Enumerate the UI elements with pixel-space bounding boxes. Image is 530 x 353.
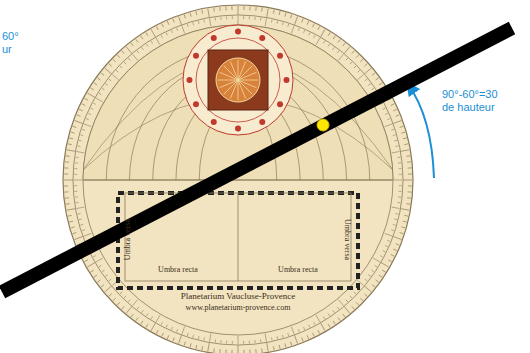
zodiac-marks bbox=[187, 29, 290, 132]
url-label: www.planetarium-provence.com bbox=[186, 303, 291, 312]
scale-label: Umbra versa bbox=[123, 219, 132, 260]
maker-label: Planetarium Vaucluse-Provence bbox=[181, 291, 296, 301]
angle-label: 90°-60°=30 bbox=[442, 88, 498, 101]
scale-ring bbox=[83, 25, 393, 335]
rosette-petals bbox=[218, 60, 258, 100]
sun-dot bbox=[317, 119, 329, 131]
zodiac-ring-inner bbox=[196, 38, 280, 122]
upper-plate bbox=[83, 25, 393, 180]
scale-label: Umbra recta bbox=[158, 265, 198, 274]
rosette-square bbox=[208, 50, 268, 110]
rosette bbox=[216, 58, 260, 102]
scale-label: Umbra recta bbox=[278, 265, 318, 274]
disc bbox=[63, 5, 413, 353]
angle-label: ur bbox=[2, 43, 12, 56]
zodiac-ring bbox=[183, 25, 293, 135]
rotation-arrow bbox=[408, 84, 434, 178]
alidade-bar bbox=[2, 28, 512, 292]
angle-label: de hauteur bbox=[442, 101, 495, 114]
degree-ticks bbox=[64, 6, 412, 353]
scale-label: Umbra versa bbox=[343, 219, 352, 260]
horizon-line bbox=[83, 180, 393, 181]
center-line bbox=[238, 193, 239, 281]
inner-ticks bbox=[74, 16, 402, 344]
angle-label: 60° bbox=[2, 30, 19, 43]
scale-ring bbox=[73, 15, 403, 345]
